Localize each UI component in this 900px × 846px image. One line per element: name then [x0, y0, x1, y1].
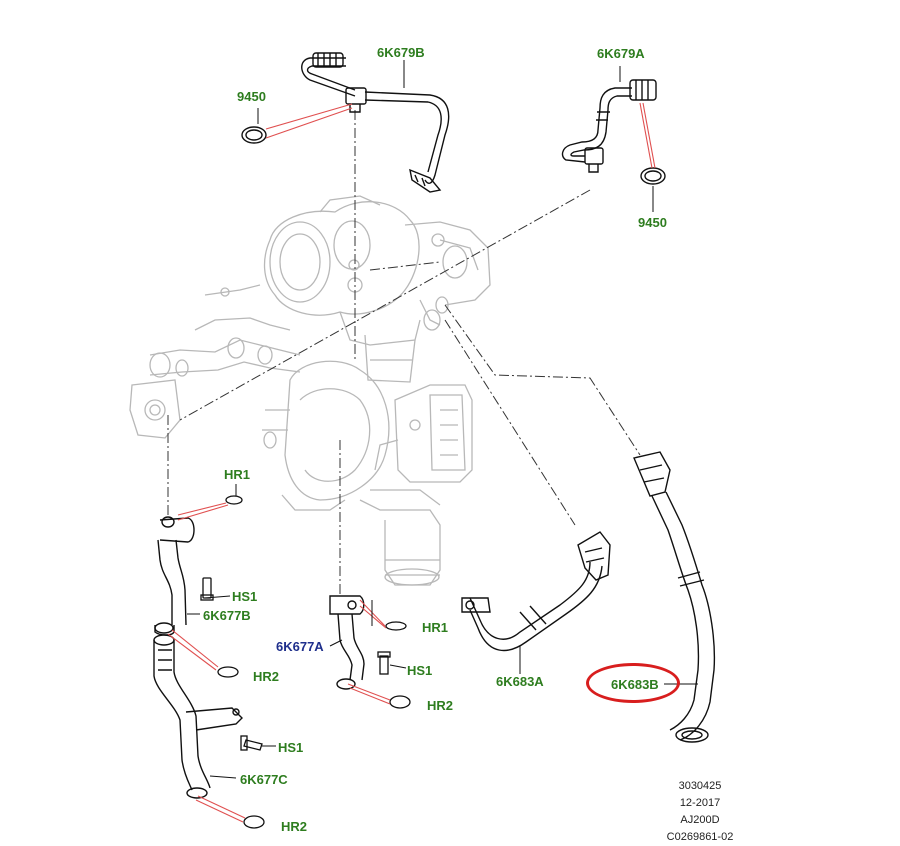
- o-rings-9450: [241, 126, 666, 185]
- callout-hs1-center: HS1: [407, 663, 433, 678]
- callout-9450-right: 9450: [638, 215, 667, 230]
- pipe-6k677a: [329, 595, 365, 690]
- callout-hs1-lower: HS1: [278, 740, 304, 755]
- callout-hr2-center: HR2: [427, 698, 454, 713]
- callout-6k677b: 6K677B: [203, 608, 251, 623]
- callout-6k683a: 6K683A: [496, 674, 544, 689]
- turbocharger-assembly: [129, 195, 491, 586]
- hose-6k683a: [461, 531, 611, 652]
- pipe-6k677b: [154, 516, 195, 636]
- callout-9450-left: 9450: [237, 89, 266, 104]
- highlight-ellipse: [586, 663, 680, 703]
- callout-6k679b: 6K679B: [377, 45, 425, 60]
- hose-6k683b: [633, 451, 716, 743]
- callout-hr1-left: HR1: [224, 467, 251, 482]
- leader-lines: [167, 102, 656, 823]
- callout-hr2-bottom: HR2: [281, 819, 308, 834]
- callout-6k677a: 6K677A: [276, 639, 324, 654]
- reference-date: 12-2017: [679, 797, 721, 809]
- pipe-6k679b: [301, 52, 450, 193]
- callout-hs1-left: HS1: [232, 589, 258, 604]
- drawing-number: C0269861-02: [666, 831, 734, 843]
- callout-hr2-left: HR2: [253, 669, 280, 684]
- callout-6k679a: 6K679A: [597, 46, 645, 61]
- callout-6k677c: 6K677C: [240, 772, 288, 787]
- reference-number: 3030425: [678, 780, 722, 792]
- pipe-6k677c: [153, 634, 243, 799]
- diagram-reference-info: 3030425 12-2017 AJ200D C0269861-02: [655, 778, 745, 846]
- engine-code: AJ200D: [680, 814, 720, 826]
- black-leaders: [187, 60, 698, 779]
- callout-hr1-center: HR1: [422, 620, 449, 635]
- centerlines: [167, 110, 641, 595]
- pipe-6k679a: [561, 79, 657, 173]
